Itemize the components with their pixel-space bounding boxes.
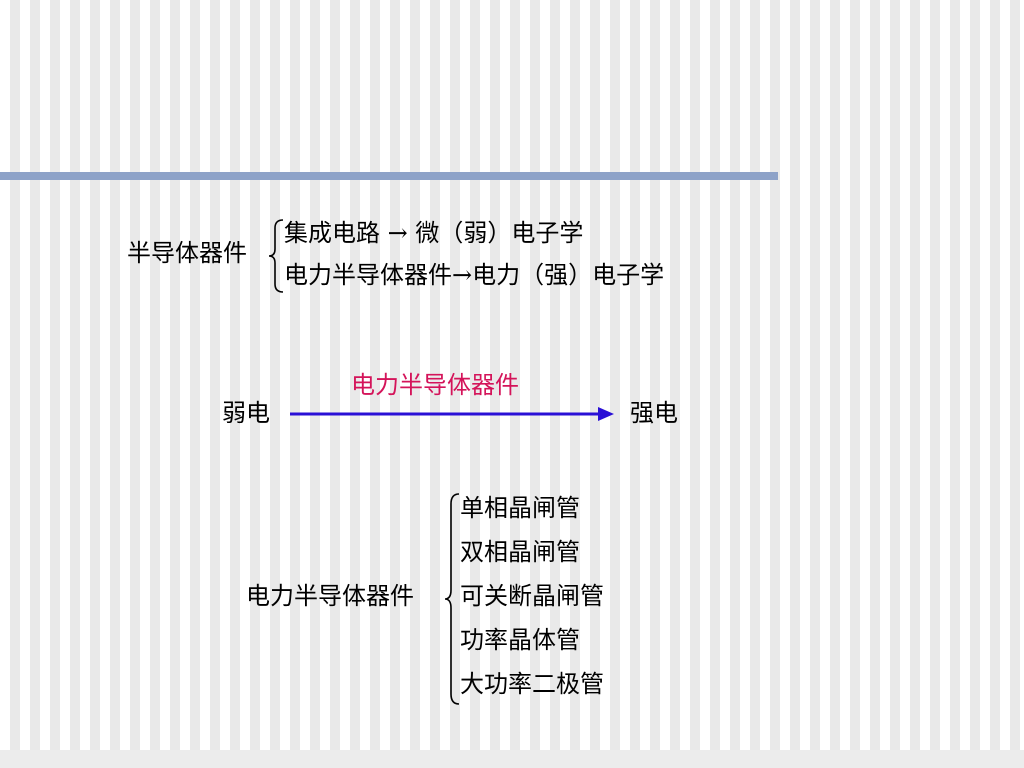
arrow-label-power-devices: 电力半导体器件: [351, 371, 519, 399]
slide-bottom-band: [0, 750, 1024, 768]
arrow-symbol: →: [452, 261, 473, 289]
arrow-symbol: →: [387, 219, 408, 247]
device-item: 单相晶闸管: [460, 494, 580, 522]
device-item: 大功率二极管: [460, 670, 604, 698]
root-power-devices: 电力半导体器件: [246, 582, 414, 610]
branch-left: 电力半导体器件: [284, 261, 452, 289]
device-item: 双相晶闸管: [460, 538, 580, 566]
left-brace-icon: [444, 493, 460, 705]
root-semiconductor-devices: 半导体器件: [127, 239, 247, 267]
branch-right: 微（弱）电子学: [415, 219, 584, 247]
device-item: 功率晶体管: [460, 626, 580, 654]
title-rule: [0, 172, 778, 180]
strong-current-label: 强电: [630, 399, 678, 427]
weak-current-label: 弱电: [222, 399, 270, 427]
right-arrow-icon: [290, 407, 614, 421]
branch-right: 电力（强）电子学: [472, 261, 665, 289]
left-brace-icon: [268, 219, 284, 293]
branch-row-power-devices: 电力半导体器件→电力（强）电子学: [284, 260, 664, 290]
device-item: 可关断晶闸管: [460, 582, 604, 610]
branch-left: 集成电路: [284, 219, 380, 247]
branch-row-integrated-circuit: 集成电路 → 微（弱）电子学: [284, 218, 583, 248]
